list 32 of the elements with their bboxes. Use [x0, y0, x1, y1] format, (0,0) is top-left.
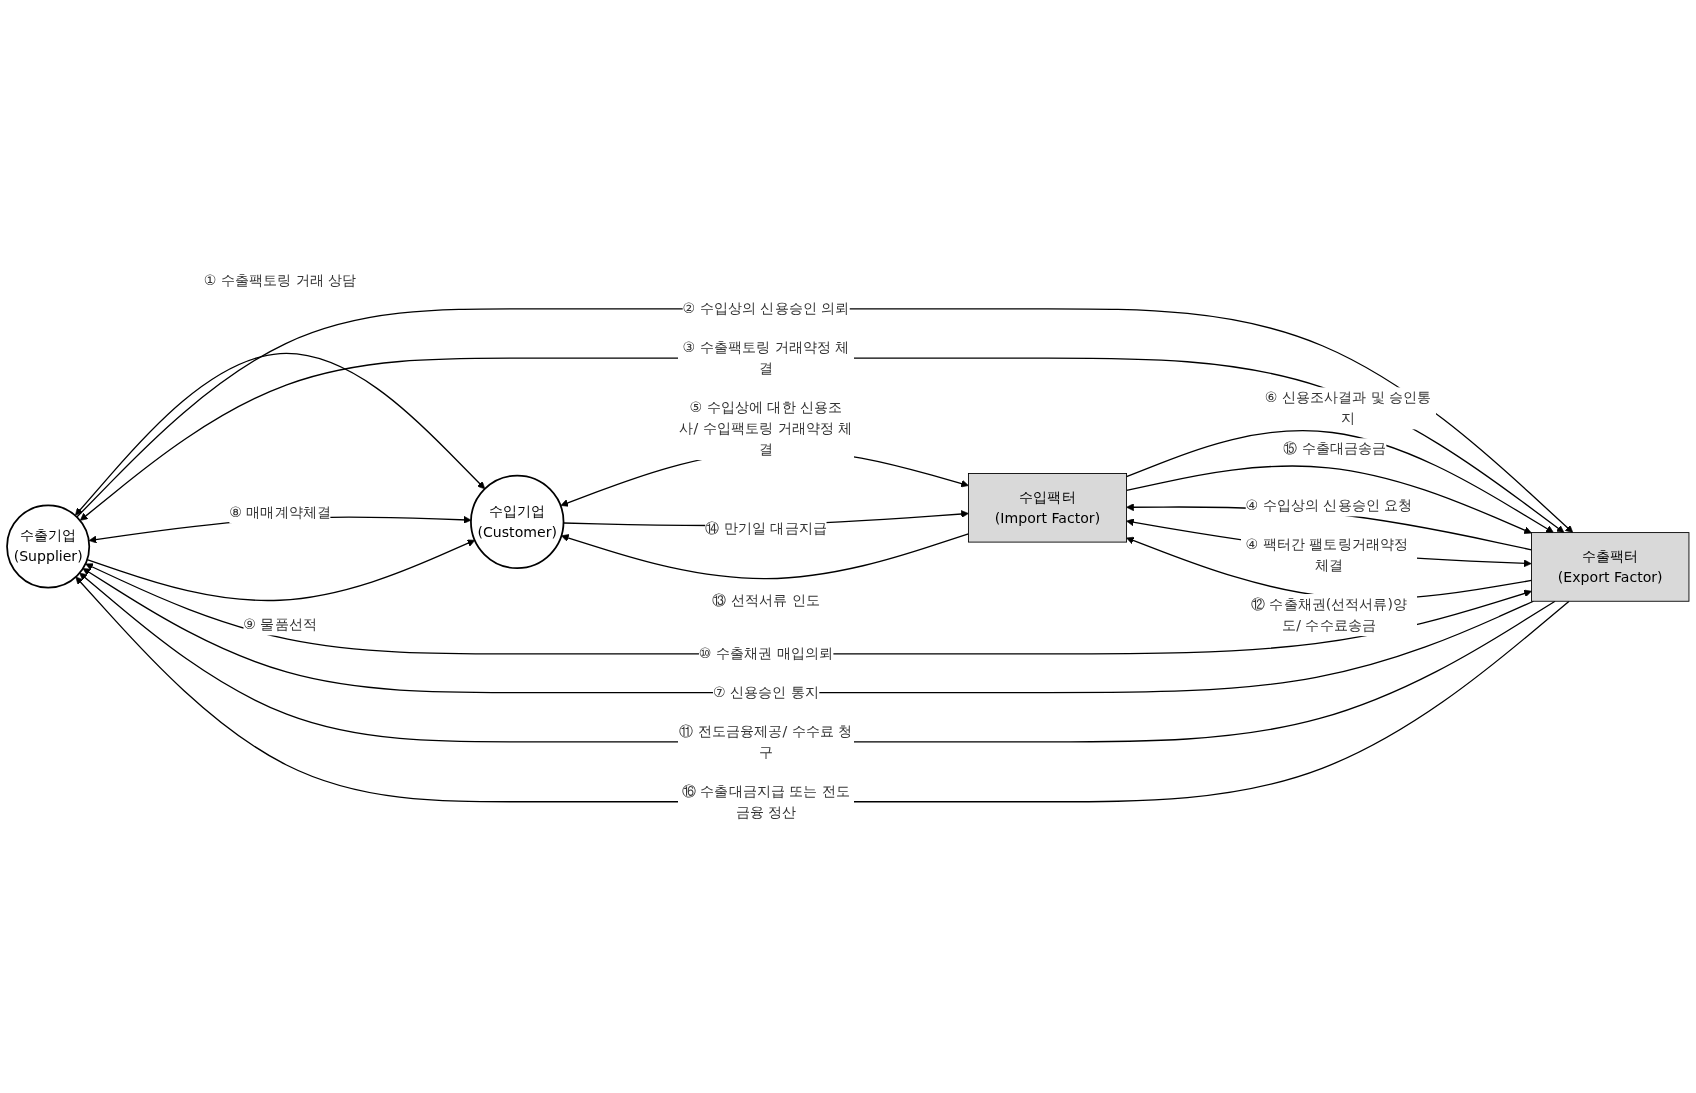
arrow — [80, 357, 1565, 533]
edge-label: ⑧ 매매계약체결 — [229, 504, 331, 521]
node-box: 수입팩터 (Import Factor) — [968, 473, 1127, 543]
arrow — [82, 568, 1535, 694]
edge-label: ⑬ 선적서류 인도 — [712, 591, 820, 609]
arrow — [85, 563, 1532, 655]
arrow — [1125, 430, 1554, 533]
node-circle: 수입기업 (Customer) — [470, 474, 565, 570]
edge-label: ④ 팩터간 팰토링거래약정 체결 — [1245, 535, 1408, 574]
edge-label: ④ 수입상의 신용승인 요청 — [1245, 497, 1413, 514]
edge-label: ② 수입상의 신용승인 의뢰 — [682, 300, 850, 317]
edge-label: ① 수출팩토링 거래 상담 — [203, 271, 357, 289]
edge-label: ⑫ 수출채권(선적서류)양도/ 수수료송금 — [1250, 595, 1408, 634]
edge-label: ⑭ 만기일 대금지급 — [705, 519, 827, 537]
arrow — [86, 539, 476, 602]
edge-label: ⑩ 수출채권 매입의뢰 — [698, 645, 834, 662]
edge-label: ⑪ 전도금융제공/ 수수료 청구 — [679, 722, 853, 761]
arrow — [79, 572, 1556, 743]
edge-label: ⑦ 신용승인 통지 — [712, 683, 820, 701]
edge-label: ⑨ 물품선적 — [243, 616, 317, 633]
edge-label: ③ 수출팩토링 거래약정 체결 — [682, 338, 850, 377]
arrow — [561, 533, 970, 580]
node-box: 수출팩터 (Export Factor) — [1531, 532, 1690, 602]
edge-label: ⑮ 수출대금송금 — [1283, 439, 1387, 457]
edge-label: ⑥ 신용조사결과 및 승인통지 — [1264, 389, 1432, 427]
arrow — [75, 353, 486, 516]
node-circle: 수출기업 (Supplier) — [6, 504, 91, 589]
edge-label: ⑤ 수입상에 대한 신용조사/ 수입팩토링 거래약정 체결 — [679, 398, 853, 458]
arrow — [76, 308, 1574, 533]
arrow — [75, 576, 1570, 803]
arrow — [1125, 465, 1532, 534]
edge-label: ⑯ 수출대금지급 또는 전도금융 정산 — [681, 782, 851, 821]
